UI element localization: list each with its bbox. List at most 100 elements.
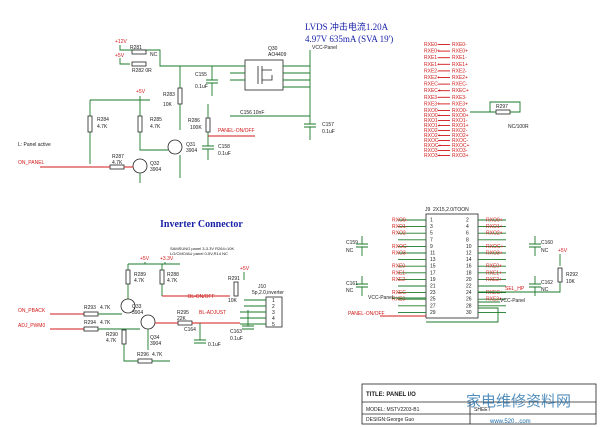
model-text: MODEL: MSTV2203-B1 xyxy=(366,407,420,413)
j9-net-left: RXO1- xyxy=(392,224,408,230)
c157-label: C157 xyxy=(322,122,334,128)
q32-value: 3904 xyxy=(150,167,161,173)
r292-value: 10K xyxy=(566,279,576,285)
title-text: TITLE: PANEL I/O xyxy=(366,392,416,398)
j9-pin-left: 29 xyxy=(430,310,436,316)
j9-pin-left: 5 xyxy=(430,231,433,237)
p33v-label: +3.3V xyxy=(160,256,174,262)
r295-label: R295 xyxy=(177,310,189,316)
j9-pin-left: 3 xyxy=(430,224,433,230)
net-label-mid: RXO3+ xyxy=(424,153,441,159)
r289-resistor xyxy=(125,269,131,285)
r281-resistor xyxy=(131,49,147,55)
panel-active-label: L: Panel active xyxy=(18,142,51,148)
j9-net-right: RXO2+ xyxy=(486,231,503,237)
net-label-mid-right: RXO2+ xyxy=(452,133,469,139)
r294-resistor xyxy=(83,326,99,332)
panel-on-off-j9-label: PANEL-ON/OFF xyxy=(348,311,385,317)
q30-symbol xyxy=(257,66,273,84)
net-label-mid: RXO1- xyxy=(424,118,440,124)
c157-cap xyxy=(304,116,316,140)
c164-cap xyxy=(194,323,206,344)
q30-part: AO4409 xyxy=(268,52,287,58)
j9-pin-right: 4 xyxy=(466,224,469,230)
j9-pin-left: 15 xyxy=(430,264,436,270)
vcc-panel-j9-label: VCC-Panel xyxy=(368,295,393,301)
j9-part: 2X15,2.0/TOON xyxy=(433,207,469,213)
r296-value: 4.7K xyxy=(152,352,163,358)
c160-value: NC xyxy=(541,248,549,254)
c158-cap xyxy=(202,142,214,160)
j9-pin-left: 9 xyxy=(430,244,433,250)
r293-label: R293 xyxy=(84,305,96,311)
q33-transistor xyxy=(120,298,136,314)
r284-resistor xyxy=(87,115,93,133)
j10-pin: 1 xyxy=(272,298,275,304)
p5v-b-label: +5V xyxy=(136,89,146,95)
j9-pin-right: 20 xyxy=(466,277,472,283)
q30-label: Q30 xyxy=(268,46,278,52)
c156-value: 10nF xyxy=(253,110,264,116)
c155-label: C155 xyxy=(195,72,207,78)
r291-label: R291 xyxy=(228,276,240,282)
inverter-resistor-wires xyxy=(127,264,163,300)
r289-label: R289 xyxy=(134,272,146,278)
net-label-mid-right: RXO3- xyxy=(452,148,468,154)
j9-pin-right: 6 xyxy=(466,231,469,237)
net-label-top-right: RXEC+ xyxy=(452,88,469,94)
net-label-mid: RXOC+ xyxy=(424,143,441,149)
c163-value: 0.1uF xyxy=(230,336,243,342)
j9-pin-left: 11 xyxy=(430,251,435,257)
net-label-top-right: RXE3+ xyxy=(452,101,468,107)
net-label-mid-right: RXO1- xyxy=(452,118,468,124)
j9-pin-right: 28 xyxy=(466,303,472,309)
p12v-label: +12V xyxy=(115,39,127,45)
j9-pin-left: 27 xyxy=(430,303,436,309)
ground-wires xyxy=(139,155,181,183)
r281-value: NC xyxy=(150,52,158,58)
q34-transistor xyxy=(140,314,156,330)
net-label-top: RXE1- xyxy=(424,55,439,61)
j9-net-left: RXO3- xyxy=(392,251,408,257)
q34-value: 3904 xyxy=(150,341,161,347)
r288-resistor xyxy=(159,269,165,285)
r283-resistor xyxy=(177,87,183,105)
r286-label: R286 xyxy=(188,118,200,124)
j10-part: 5p,2.0,inverter xyxy=(252,290,284,296)
on-pback-label: ON_PBACK xyxy=(18,308,46,314)
j9-pin-right: 12 xyxy=(466,251,472,257)
c162-value: NC xyxy=(541,287,549,293)
j9-pin-right: 16 xyxy=(466,264,472,270)
c157-value: 0.1uF xyxy=(322,129,335,135)
j9-net-left: RXO0- xyxy=(392,218,408,224)
p5v-j9-label: +5V xyxy=(558,248,568,254)
vcc-panel-j9r-label: VCC-Panel xyxy=(500,298,525,304)
c156-label: C156 xyxy=(240,110,252,116)
inverter-power-rail xyxy=(128,262,180,265)
inverter-title: Inverter Connector xyxy=(160,219,243,230)
r290-resistor xyxy=(121,329,127,345)
q30-mosfet xyxy=(244,59,284,91)
c159-value: NC xyxy=(346,248,354,254)
j9-pin-right: 14 xyxy=(466,257,472,263)
j9-net-right: RXE3+ xyxy=(486,297,502,303)
r285-resistor xyxy=(137,115,143,133)
c159-label: C159 xyxy=(346,240,358,246)
c164-label: C164 xyxy=(184,327,196,333)
net-label-top-right: RXE1- xyxy=(452,55,467,61)
j10-wires xyxy=(240,299,266,325)
c163-label: C163 xyxy=(230,329,242,335)
j9-pin-left: 13 xyxy=(430,257,436,263)
r297-section: R297 NC/100R xyxy=(470,101,529,130)
net-label-top: RXE1+ xyxy=(424,62,440,68)
net-label-mid: RXO2+ xyxy=(424,133,441,139)
net-label-top-right: RXE1+ xyxy=(452,62,468,68)
j9-net-left: RXE2- xyxy=(392,277,407,283)
wire-5v-b xyxy=(90,96,150,101)
c162-cap xyxy=(529,276,541,296)
r297-resistor xyxy=(495,109,511,115)
j9-net-left: RXE3- xyxy=(392,297,407,303)
r282-resistor xyxy=(131,61,147,67)
sheet-text: SHEET xyxy=(474,407,491,413)
